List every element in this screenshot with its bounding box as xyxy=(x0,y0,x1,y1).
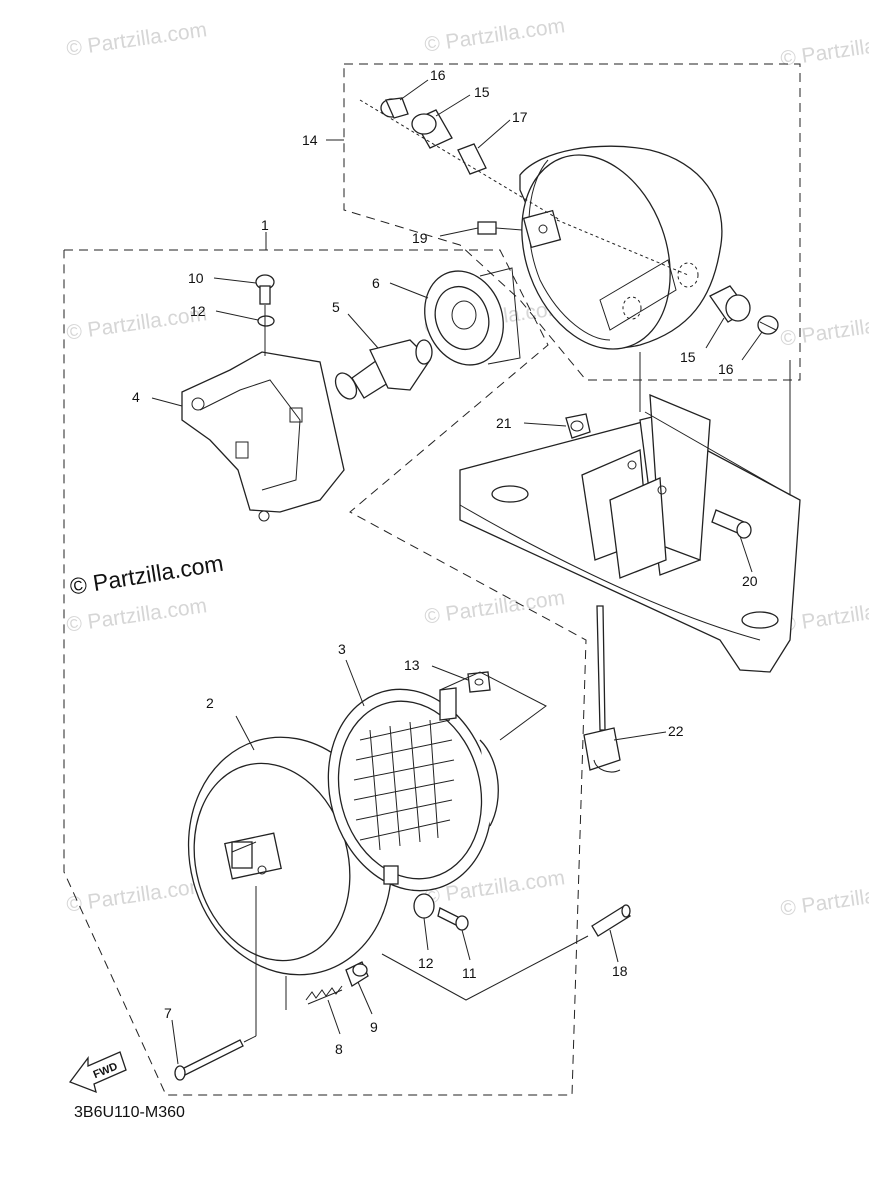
group-14-outline xyxy=(343,63,801,381)
callout-6: 6 xyxy=(372,275,380,291)
bushing-15-lower xyxy=(709,285,751,323)
diagram-code: 3B6U110-M360 xyxy=(74,1104,185,1121)
bulb-5 xyxy=(334,339,433,400)
fwd-arrow-icon: FWD xyxy=(68,1051,127,1094)
screw-11 xyxy=(437,907,469,931)
collar-16-upper xyxy=(380,97,409,119)
nut-21 xyxy=(565,413,591,439)
leader-lines xyxy=(151,79,763,1065)
callout-20: 20 xyxy=(742,573,758,589)
headlight-shell xyxy=(519,145,723,350)
fork-bracket xyxy=(459,352,801,673)
callout-1: 1 xyxy=(261,217,269,233)
cable-tie-22 xyxy=(583,605,621,773)
callout-15-lower: 15 xyxy=(680,349,696,365)
bolt-19 xyxy=(477,221,523,235)
callout-8: 8 xyxy=(335,1041,343,1057)
callout-13: 13 xyxy=(404,657,420,673)
screw-7 xyxy=(174,886,257,1081)
callout-18: 18 xyxy=(612,963,628,979)
collar-17 xyxy=(457,143,487,175)
adjuster-9 xyxy=(345,961,369,987)
callout-7: 7 xyxy=(164,1005,172,1021)
callout-4: 4 xyxy=(132,389,140,405)
callout-22: 22 xyxy=(668,723,684,739)
callout-12-upper: 12 xyxy=(190,303,206,319)
collar-18 xyxy=(591,904,631,937)
callout-11: 11 xyxy=(462,965,477,981)
callout-17: 17 xyxy=(512,109,528,125)
headlight-stay-4 xyxy=(181,351,345,522)
lens-pattern xyxy=(353,719,455,851)
callout-19: 19 xyxy=(412,230,428,246)
callout-16-lower: 16 xyxy=(718,361,734,377)
spring-8 xyxy=(305,985,343,1005)
callout-2: 2 xyxy=(206,695,214,711)
callout-5: 5 xyxy=(332,299,340,315)
callout-14: 14 xyxy=(302,132,318,148)
group-1-outline xyxy=(63,249,587,1096)
callout-15-upper: 15 xyxy=(474,84,490,100)
washer-12-upper xyxy=(257,315,275,327)
headlight-unit-3 xyxy=(327,687,499,892)
headlight-rim-2 xyxy=(187,736,393,976)
callout-10: 10 xyxy=(188,270,204,286)
callout-21: 21 xyxy=(496,415,512,431)
callout-12-lower: 12 xyxy=(418,955,434,971)
collar-16-lower xyxy=(757,315,779,335)
washer-12-lower xyxy=(413,893,435,919)
callout-16-upper: 16 xyxy=(430,67,446,83)
bushing-15-upper xyxy=(411,109,453,149)
socket-cover-6 xyxy=(424,267,521,366)
screw-10 xyxy=(255,274,275,305)
callout-9: 9 xyxy=(370,1019,378,1035)
callout-3: 3 xyxy=(338,641,346,657)
bolt-20 xyxy=(711,509,752,539)
